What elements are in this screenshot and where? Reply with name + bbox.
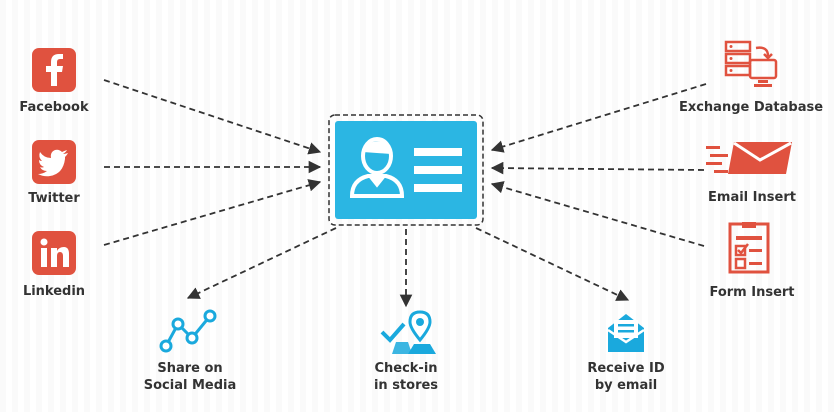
- arrow-facebook-to-center: [103, 79, 322, 155]
- check-in-location-icon: [380, 310, 436, 354]
- source-linkedin: [32, 231, 76, 275]
- source-label: Twitter: [28, 191, 80, 206]
- output-social-media: [158, 308, 218, 354]
- database-exchange-icon: [724, 40, 778, 87]
- output-label: Share on Social Media: [143, 361, 237, 393]
- linkedin-icon: [32, 231, 76, 275]
- facebook-icon: [32, 48, 76, 92]
- arrow-center-to-social: [186, 227, 337, 299]
- source-email-insert: [704, 138, 796, 178]
- output-label: Receive ID by email: [587, 361, 665, 393]
- arrow-form-to-center: [490, 181, 705, 247]
- email-receive-icon: [607, 314, 645, 352]
- arrow-email-to-center: [490, 161, 705, 175]
- output-check-in: [378, 310, 438, 356]
- source-form-insert: [728, 222, 772, 276]
- id-card-icon: [328, 114, 484, 226]
- social-share-icon: [159, 309, 217, 353]
- output-receive-email: [604, 310, 648, 354]
- arrow-exchange-to-center: [490, 83, 707, 153]
- source-label: Facebook: [19, 100, 89, 115]
- source-facebook: [32, 48, 76, 92]
- email-fast-icon: [706, 141, 792, 174]
- source-twitter: [32, 140, 76, 184]
- arrow-center-to-email: [475, 227, 630, 301]
- form-checklist-icon: [728, 222, 770, 274]
- center-id-card: [328, 114, 484, 226]
- source-exchange-database: [724, 40, 780, 92]
- twitter-icon: [32, 140, 76, 184]
- source-label: Linkedin: [22, 284, 86, 299]
- source-label: Form Insert: [709, 285, 795, 300]
- source-label: Exchange Database: [678, 100, 824, 115]
- arrow-linkedin-to-center: [103, 179, 322, 246]
- source-label: Email Insert: [708, 190, 796, 205]
- output-label: Check-in in stores: [373, 361, 439, 393]
